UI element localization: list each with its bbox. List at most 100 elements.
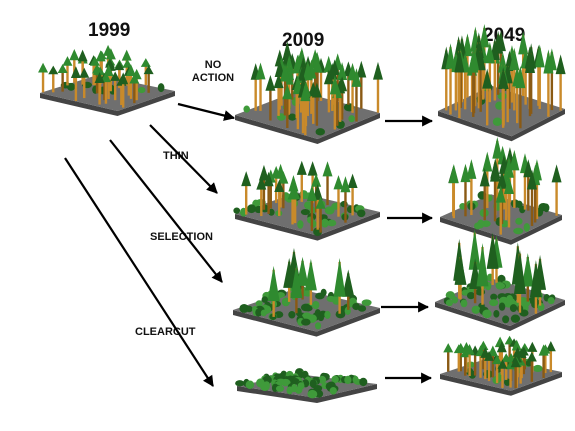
tree (538, 344, 549, 379)
tree-crown (351, 68, 362, 87)
tree-crown (95, 50, 106, 62)
understory-shrub (543, 203, 550, 213)
tree-crown (322, 161, 333, 177)
ground-side (40, 91, 175, 116)
tree-trunk (300, 164, 303, 202)
tree-trunk (547, 53, 550, 117)
ground-side (438, 109, 565, 142)
tree-trunk (376, 65, 380, 113)
tree-crown (503, 175, 514, 194)
tree-trunk (477, 42, 481, 109)
tree-crown (315, 196, 326, 209)
label-no-action-line2: ACTION (191, 72, 235, 84)
tree (460, 163, 471, 217)
tree-crown (57, 63, 68, 73)
tree-trunk (447, 347, 450, 372)
tree (282, 83, 293, 129)
understory-shrub (233, 207, 241, 214)
tree-trunk (479, 51, 482, 112)
tree (454, 46, 465, 119)
tree-trunk (515, 70, 519, 124)
tree-trunk (464, 167, 467, 217)
ground-side (233, 308, 380, 337)
stand-2049-clearcut (440, 335, 562, 396)
tree-trunk (296, 79, 300, 130)
understory-shrub (331, 375, 339, 384)
understory-shrub (335, 310, 346, 319)
tree (479, 168, 490, 221)
understory-shrub (513, 227, 524, 235)
tree-trunk (484, 351, 487, 380)
tree-crown (347, 173, 358, 188)
tree-crown (464, 344, 475, 355)
tree (333, 257, 346, 314)
tree-crown (492, 137, 503, 159)
tree-trunk (445, 50, 448, 111)
tree-trunk (113, 75, 117, 101)
tree (143, 65, 154, 93)
tree-crown (69, 49, 80, 61)
understory-shrub (445, 299, 454, 307)
tree-trunk (506, 65, 509, 123)
tree-trunk (351, 66, 354, 113)
tree-crown (509, 47, 520, 71)
tree (498, 67, 509, 128)
tree (490, 159, 501, 222)
understory-shrub (315, 128, 326, 136)
tree (100, 71, 111, 104)
tree-trunk (468, 348, 471, 377)
tree-crown (372, 61, 383, 80)
year-label-2009: 2009 (282, 30, 325, 51)
understory-shrub (490, 293, 498, 301)
understory-shrub (245, 380, 255, 389)
tree-crown (475, 47, 486, 71)
tree-trunk (500, 344, 504, 375)
tree-trunk (473, 349, 477, 376)
tree-crown (77, 49, 88, 62)
tree-trunk (519, 361, 522, 384)
understory-shrub (523, 223, 530, 232)
ground-side (440, 215, 562, 245)
understory-shrub (312, 300, 320, 310)
understory-shrub (504, 378, 511, 386)
tree-crown (337, 62, 348, 80)
tree-crown (307, 161, 318, 176)
tree-trunk (519, 69, 522, 129)
stand-2049-no-action (438, 23, 566, 142)
tree-crown (496, 340, 507, 353)
tree-trunk (479, 349, 482, 378)
tree (486, 232, 499, 285)
tree-crown (304, 258, 317, 291)
tree-trunk (493, 163, 497, 222)
tree (118, 72, 129, 108)
stand-1999 (38, 44, 175, 116)
tree-trunk (109, 64, 112, 92)
tree-trunk (512, 342, 516, 365)
tree-crown (454, 253, 467, 285)
understory-shrub (519, 309, 529, 317)
tree-trunk (530, 355, 534, 382)
ground-side (235, 113, 380, 144)
tree-trunk (523, 157, 527, 210)
tree-trunk (495, 358, 499, 384)
understory-shrub (255, 300, 263, 307)
tree-crown (479, 23, 490, 48)
tree-crown (453, 344, 464, 354)
tree-crown (511, 339, 522, 351)
tree-crown (265, 75, 276, 91)
understory-shrub (502, 315, 510, 324)
tree-trunk (463, 56, 467, 110)
arrow-1999-thin (149, 124, 218, 194)
tree-crown (460, 348, 471, 358)
arrow-1999-selection (109, 139, 223, 283)
understory-shrub (498, 302, 506, 311)
tree-trunk (41, 66, 45, 93)
tree-trunk (472, 51, 475, 117)
tree-trunk (457, 348, 461, 372)
understory-shrub (460, 299, 468, 308)
tree (503, 175, 514, 228)
tree-crown (497, 359, 508, 369)
understory-shrub (493, 310, 500, 318)
understory-shrub (268, 208, 275, 216)
understory-shrub (318, 375, 327, 384)
